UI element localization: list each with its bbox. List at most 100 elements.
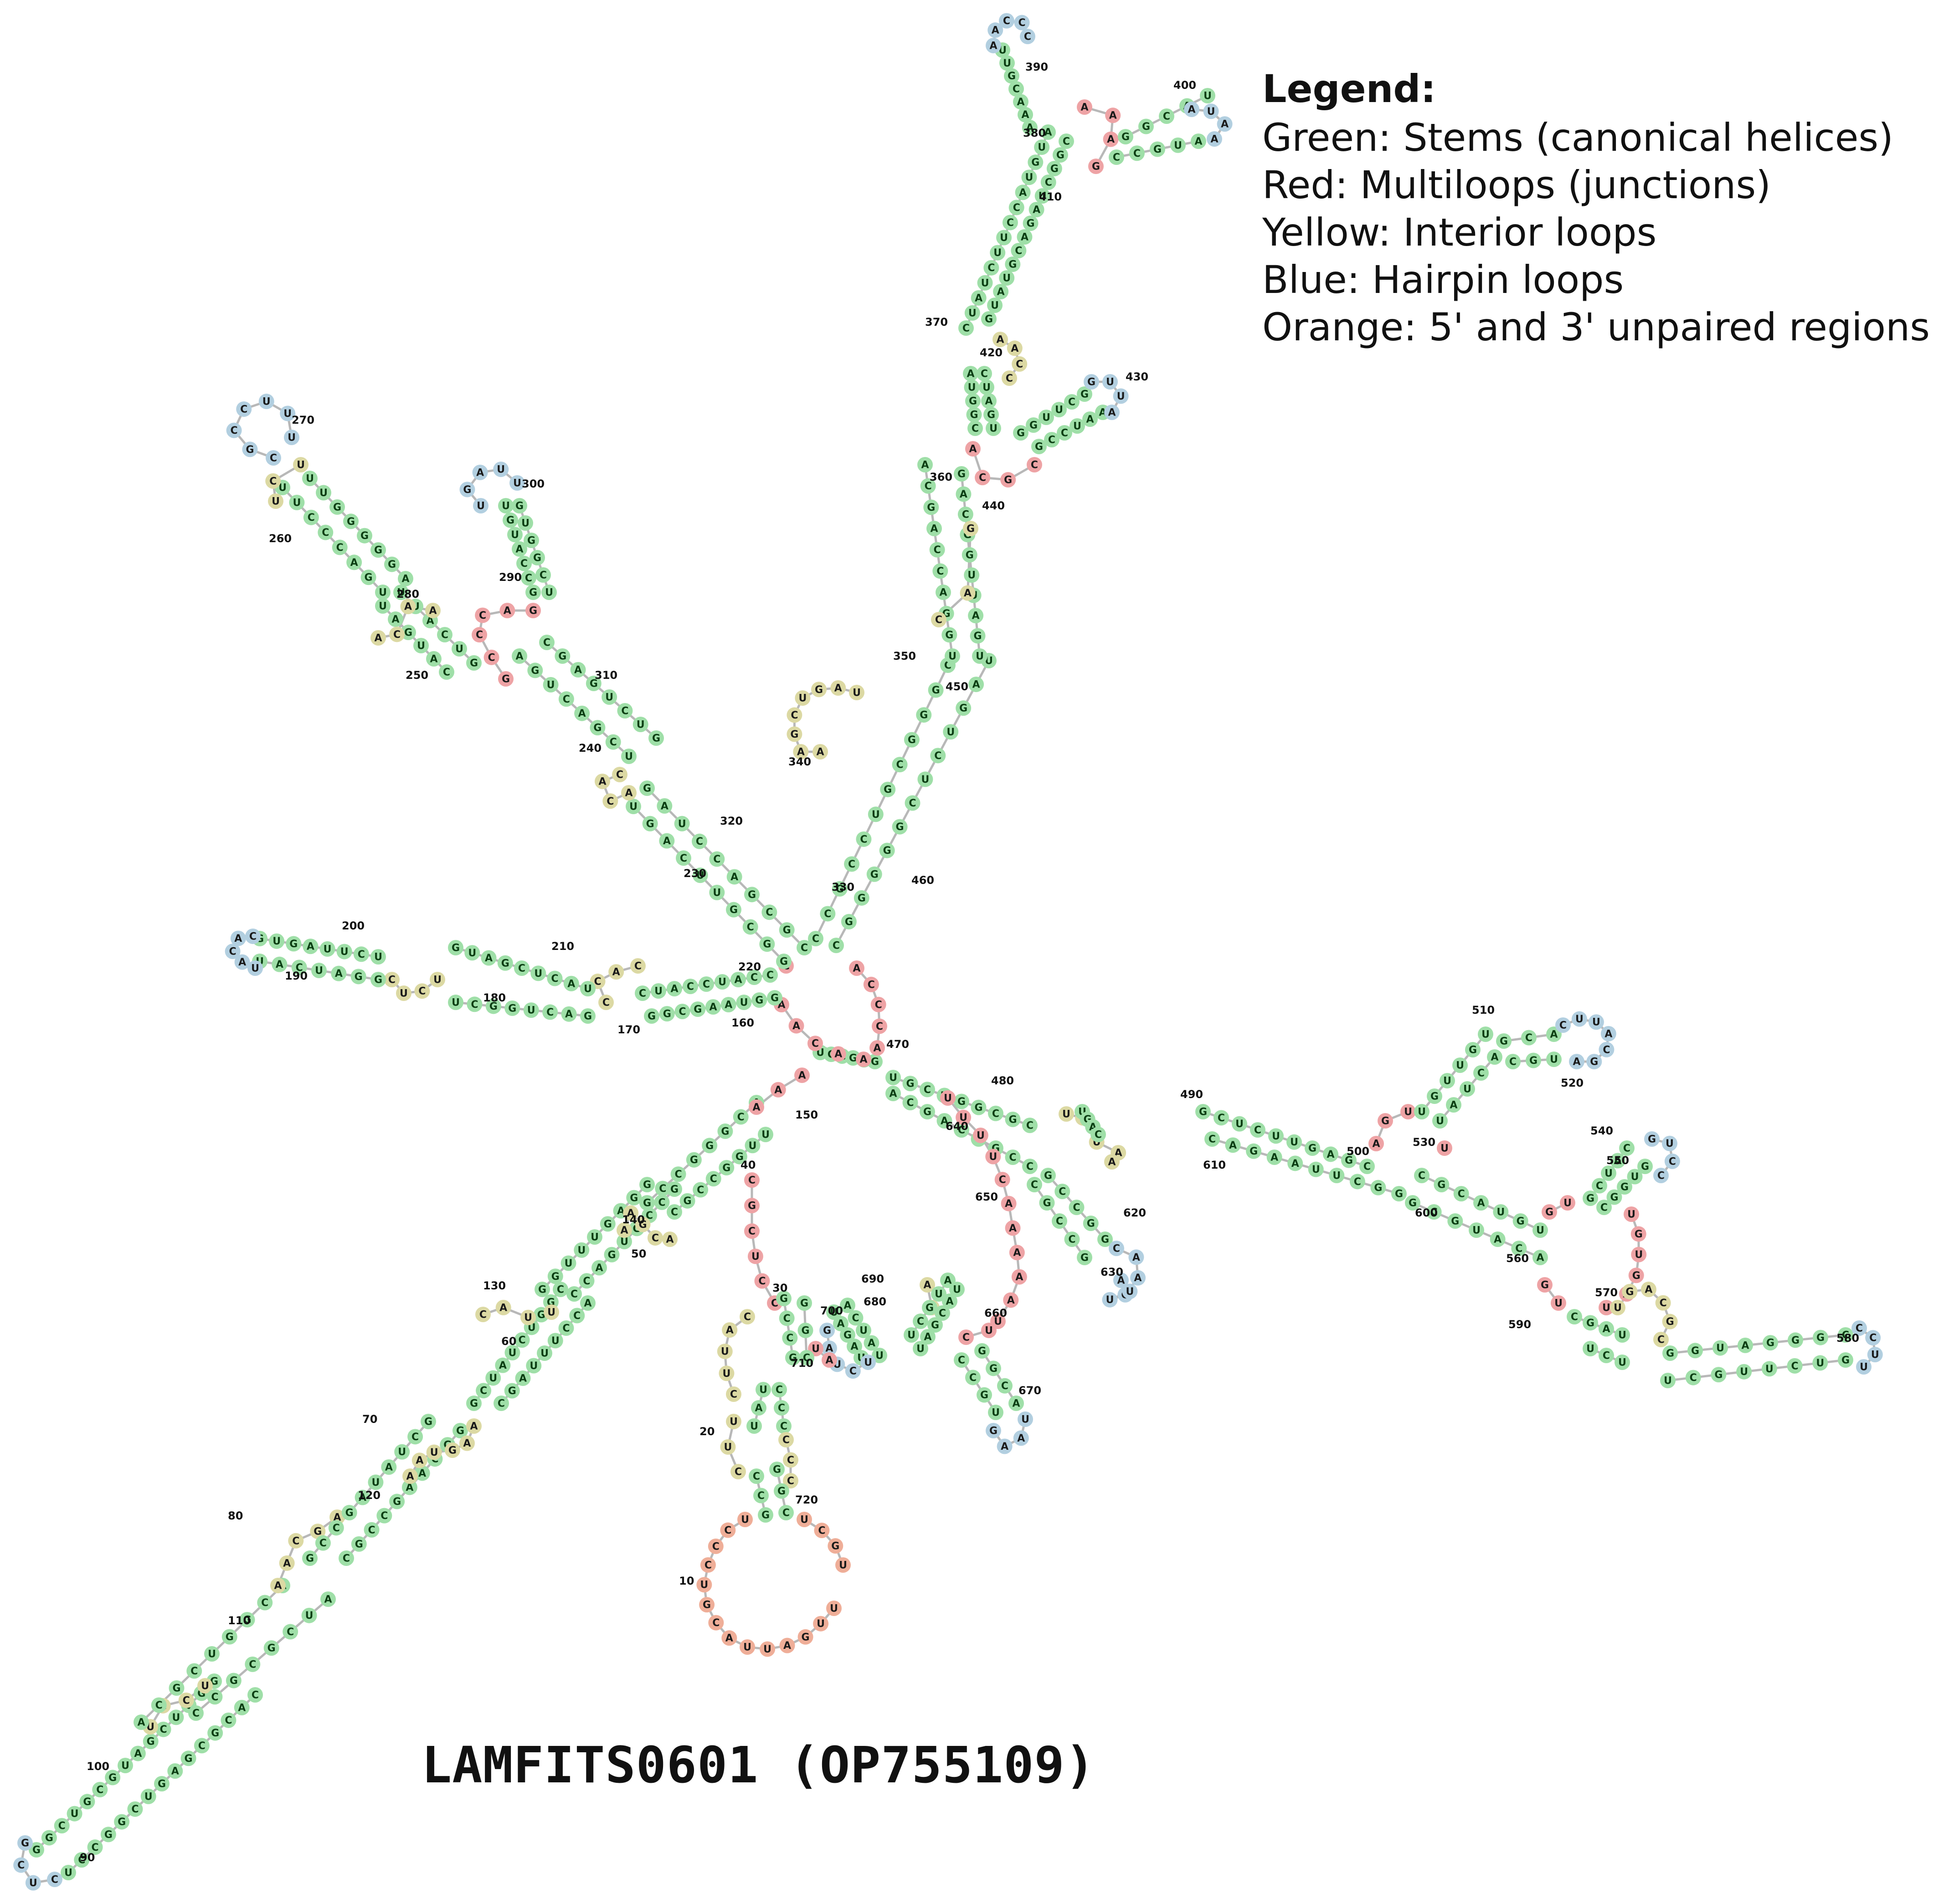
nucleotide-stem: U: [301, 1607, 317, 1623]
nucleotide-hairpin: U: [25, 1875, 41, 1891]
nucleotide-stem: G: [143, 1734, 159, 1750]
svg-text:C: C: [1418, 1170, 1425, 1182]
svg-text:U: U: [584, 984, 592, 995]
svg-text:U: U: [907, 1330, 915, 1341]
svg-text:C: C: [190, 1666, 198, 1677]
nucleotide-interior: A: [411, 1452, 427, 1468]
svg-text:U: U: [547, 1307, 555, 1319]
svg-text:A: A: [992, 25, 999, 36]
nucleotide-stem: U: [977, 275, 993, 291]
svg-text:C: C: [917, 1316, 924, 1328]
nucleotide-hairpin: A: [1013, 1430, 1029, 1446]
svg-text:C: C: [849, 1366, 857, 1377]
svg-text:G: G: [104, 1829, 113, 1841]
svg-text:C: C: [730, 1389, 737, 1401]
nucleotide-hairpin: C: [1020, 29, 1035, 44]
svg-text:C: C: [713, 854, 720, 865]
svg-text:A: A: [837, 1319, 844, 1330]
svg-text:A: A: [625, 788, 632, 799]
svg-text:G: G: [926, 1303, 934, 1314]
svg-text:C: C: [358, 949, 365, 960]
nucleotide-stem: G: [226, 1673, 242, 1688]
nucleotide-hairpin: A: [986, 38, 1001, 53]
nucleotide-stem: U: [758, 1127, 773, 1142]
svg-text:U: U: [629, 801, 638, 813]
svg-text:G: G: [871, 1057, 879, 1068]
position-label: 480: [991, 1074, 1014, 1087]
nucleotide-stem: U: [587, 1229, 602, 1245]
nucleotide-stem: C: [776, 1418, 792, 1434]
svg-text:G: G: [703, 1600, 711, 1611]
svg-text:C: C: [934, 544, 941, 556]
svg-text:C: C: [96, 1784, 103, 1796]
position-label: 250: [406, 669, 428, 682]
svg-text:C: C: [159, 1724, 167, 1735]
nucleotide-stem: U: [632, 717, 648, 732]
svg-text:G: G: [243, 1615, 251, 1626]
svg-text:G: G: [246, 444, 254, 456]
svg-text:U: U: [1073, 421, 1081, 432]
svg-text:C: C: [1031, 460, 1038, 471]
nucleotide-interior: C: [787, 707, 802, 723]
nucleotide-stem: A: [320, 1591, 336, 1607]
nucleotide-stem: C: [247, 1687, 263, 1703]
backbone-segment: [391, 979, 438, 995]
svg-text:U: U: [1456, 1060, 1464, 1072]
svg-text:C: C: [658, 1197, 665, 1208]
svg-text:A: A: [485, 953, 493, 964]
nucleotide-stem: A: [981, 393, 997, 409]
nucleotide-stem: U: [1583, 1341, 1598, 1356]
nucleotide-stem: U: [999, 55, 1015, 71]
nucleotide-hairpin: U: [1018, 1411, 1033, 1427]
svg-text:C: C: [848, 859, 855, 870]
svg-text:G: G: [670, 1184, 679, 1196]
nucleotide-stem: G: [731, 1149, 747, 1165]
nucleotide-stem: G: [1813, 1329, 1828, 1345]
nucleotide-stem: G: [1046, 161, 1062, 176]
svg-text:C: C: [230, 425, 237, 436]
svg-text:C: C: [958, 1125, 965, 1136]
nucleotide-stem: C: [799, 1350, 814, 1365]
svg-text:U: U: [948, 651, 956, 662]
nucleotide-stem: C: [1064, 1232, 1080, 1247]
svg-text:G: G: [1437, 1180, 1445, 1191]
svg-text:U: U: [637, 719, 645, 731]
nucleotide-stem: C: [774, 1400, 789, 1416]
nucleotide-stem: C: [245, 1656, 261, 1672]
svg-text:A: A: [661, 801, 668, 812]
nucleotide-stem: U: [1286, 1134, 1302, 1150]
nucleotide-stem: C: [958, 320, 974, 336]
svg-text:A: A: [853, 963, 860, 975]
nucleotide-stem: G: [832, 881, 848, 897]
nucleotide-stem: C: [742, 919, 758, 935]
svg-text:G: G: [551, 1271, 560, 1283]
svg-text:C: C: [616, 770, 623, 781]
nucleotide-stem: G: [370, 972, 386, 987]
svg-text:C: C: [703, 979, 710, 990]
svg-text:G: G: [360, 530, 369, 542]
position-label: 280: [396, 588, 419, 600]
svg-text:C: C: [712, 1617, 720, 1629]
nucleotide-stem: U: [1812, 1355, 1828, 1371]
nucleotide-interior: A: [594, 773, 610, 789]
svg-text:A: A: [274, 1581, 282, 1592]
nucleotide-stem: A: [272, 956, 288, 972]
svg-text:C: C: [1600, 1202, 1608, 1214]
svg-text:U: U: [71, 1808, 79, 1820]
nucleotide-stem: A: [730, 972, 746, 987]
svg-text:C: C: [1477, 1068, 1485, 1079]
svg-text:U: U: [981, 277, 989, 289]
svg-text:C: C: [1842, 1330, 1849, 1341]
svg-text:C: C: [1095, 1129, 1102, 1141]
position-label: 560: [1506, 1252, 1529, 1265]
legend-item-interior-loops: Yellow: Interior loops: [1262, 210, 1657, 255]
nucleotide-stem: U: [204, 1646, 220, 1662]
nucleotide-hairpin: A: [1217, 116, 1233, 132]
nucleotide-stem: G: [1023, 216, 1039, 231]
nucleotide-stem: G: [1004, 68, 1019, 84]
svg-text:G: G: [1027, 218, 1035, 230]
nucleotide-hairpin: U: [1588, 1014, 1604, 1030]
nucleotide-stem: U: [375, 585, 391, 600]
nucleotide-stem: C: [1787, 1358, 1803, 1374]
nucleotide-stem: C: [782, 1330, 798, 1346]
